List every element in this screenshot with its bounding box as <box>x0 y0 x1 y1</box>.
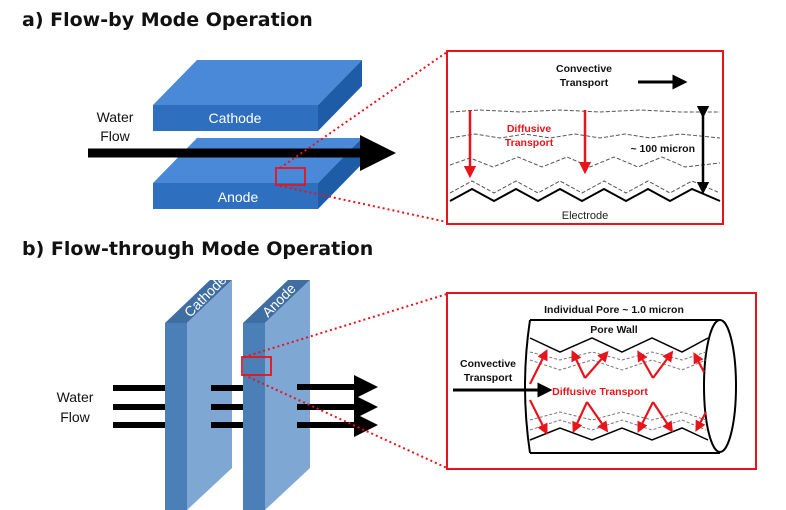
pore-wall-label: Pore Wall <box>590 324 638 336</box>
pore-wall-bottom <box>529 427 709 441</box>
bottom-boundary-2 <box>529 419 707 431</box>
diffusive-label-a1: Diffusive <box>507 123 552 135</box>
boundary-line-1 <box>449 109 720 113</box>
zoom-connector-bottom-a <box>279 185 448 223</box>
flow-label-b: Flow <box>60 409 90 425</box>
water-label-b: Water <box>57 389 94 405</box>
top-boundary-1 <box>529 351 707 361</box>
anode-plate-b: Anode <box>243 280 310 510</box>
cathode-label-a: Cathode <box>209 110 262 126</box>
diffusive-label-a2: Transport <box>505 137 554 149</box>
zoom-region-b <box>241 356 272 376</box>
boundary-line-2 <box>449 133 721 139</box>
pore-cylinder-end <box>703 319 737 453</box>
panel-a-title: a) Flow-by Mode Operation <box>22 9 313 31</box>
flow-label-a: Flow <box>100 128 130 144</box>
top-boundary-2 <box>529 359 707 371</box>
cathode-block-a: Cathode <box>153 60 362 131</box>
pore-cylinder-body <box>524 319 720 454</box>
pore-title: Individual Pore ~ 1.0 micron <box>544 304 684 316</box>
panel-b-title: b) Flow-through Mode Operation <box>22 238 373 260</box>
diffusive-arrows-bottom <box>529 399 707 435</box>
convective-label-b2: Transport <box>464 372 513 384</box>
convective-label-b1: Convective <box>460 358 516 370</box>
pore-wall-top <box>529 337 709 353</box>
water-label-a: Water <box>97 109 134 125</box>
water-flow-arrows-b <box>113 375 378 437</box>
zoom-region-a <box>275 167 306 186</box>
inset-b: Individual Pore ~ 1.0 micron Pore Wall <box>446 292 757 470</box>
diffusive-label-b: Diffusive Transport <box>552 386 648 398</box>
bottom-boundary-1 <box>529 411 707 421</box>
electrode-surface <box>449 187 721 203</box>
diffusive-arrows-top <box>529 349 705 385</box>
boundary-line-3 <box>449 156 721 168</box>
zoom-connector-bottom-b <box>243 374 448 469</box>
zoom-connector-top-b <box>243 293 448 358</box>
convective-label-a2: Transport <box>560 77 609 89</box>
inset-a: Convective Transport Diffusive Transport… <box>446 50 724 225</box>
convective-label-a1: Convective <box>556 63 612 75</box>
boundary-line-4 <box>449 180 721 194</box>
thickness-label: ~ 100 micron <box>631 143 696 155</box>
anode-label-a: Anode <box>218 189 259 205</box>
electrode-label: Electrode <box>562 210 608 222</box>
zoom-connector-top-a <box>279 51 448 169</box>
